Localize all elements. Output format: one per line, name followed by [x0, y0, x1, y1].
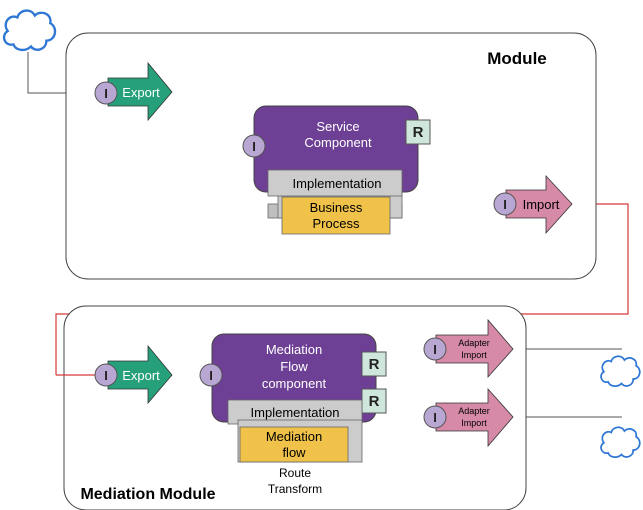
- mediation-flow-line1: Mediation: [266, 429, 322, 444]
- module-import[interactable]: Import: [505, 174, 573, 235]
- svg-text:I: I: [104, 368, 108, 383]
- module-title: Module: [487, 49, 547, 68]
- cloud-icon: [599, 355, 641, 388]
- export-label: Export: [122, 85, 160, 100]
- adapter-import-2-line1: Adapter: [458, 406, 490, 416]
- reference-icon: R: [405, 119, 431, 145]
- mediation-module-title: Mediation Module: [80, 486, 215, 503]
- mediation-flow-line2: flow: [282, 445, 306, 460]
- implementation-label: Implementation: [293, 176, 382, 191]
- mediation-flow-component-line1: Mediation: [266, 342, 322, 357]
- interface-icon: I: [423, 337, 447, 361]
- reference-icon: R: [361, 388, 387, 414]
- svg-text:I: I: [209, 368, 213, 383]
- import-label: Import: [523, 197, 560, 212]
- svg-text:I: I: [433, 410, 437, 425]
- mediation-export-label: Export: [122, 368, 160, 383]
- business-process-box: Business Process: [281, 196, 391, 235]
- service-component-line1: Service: [316, 119, 359, 134]
- adapter-import-1-line1: Adapter: [458, 338, 490, 348]
- business-process-line1: Business: [310, 200, 363, 215]
- service-component-line2: Component: [304, 135, 372, 150]
- svg-text:I: I: [252, 139, 256, 154]
- cloud-icon: [2, 9, 57, 52]
- mediation-implementation-label: Implementation: [251, 405, 340, 420]
- interface-icon: I: [423, 405, 447, 429]
- adapter-import-2[interactable]: Adapter Import: [435, 387, 514, 448]
- mediation-to-import-wire: [55, 199, 629, 375]
- mediation-export[interactable]: Export: [107, 344, 173, 405]
- reference-icon: R: [361, 351, 387, 377]
- svg-text:R: R: [369, 356, 380, 373]
- business-process-line2: Process: [313, 216, 360, 231]
- module-export[interactable]: Export: [107, 61, 173, 122]
- svg-text:I: I: [433, 342, 437, 357]
- mediation-flow-component-line3: component: [262, 376, 327, 391]
- transform-label: Transform: [268, 482, 322, 496]
- adapter-import-2-line2: Import: [461, 418, 487, 428]
- svg-text:R: R: [369, 393, 380, 410]
- adapter-import-1[interactable]: Adapter Import: [435, 318, 514, 379]
- adapter-import-1-line2: Import: [461, 350, 487, 360]
- svg-text:I: I: [104, 86, 108, 101]
- interface-icon: I: [94, 81, 118, 105]
- interface-icon: I: [199, 363, 223, 387]
- cloud-icon: [599, 426, 641, 459]
- route-label: Route: [279, 466, 311, 480]
- mediation-flow-component-line2: Flow: [280, 359, 308, 374]
- interface-icon: I: [493, 192, 517, 216]
- interface-icon: I: [94, 363, 118, 387]
- svg-text:I: I: [503, 197, 507, 212]
- mediation-flow-box: Mediation flow: [239, 426, 349, 463]
- interface-icon: I: [242, 134, 266, 158]
- svg-text:R: R: [413, 124, 424, 141]
